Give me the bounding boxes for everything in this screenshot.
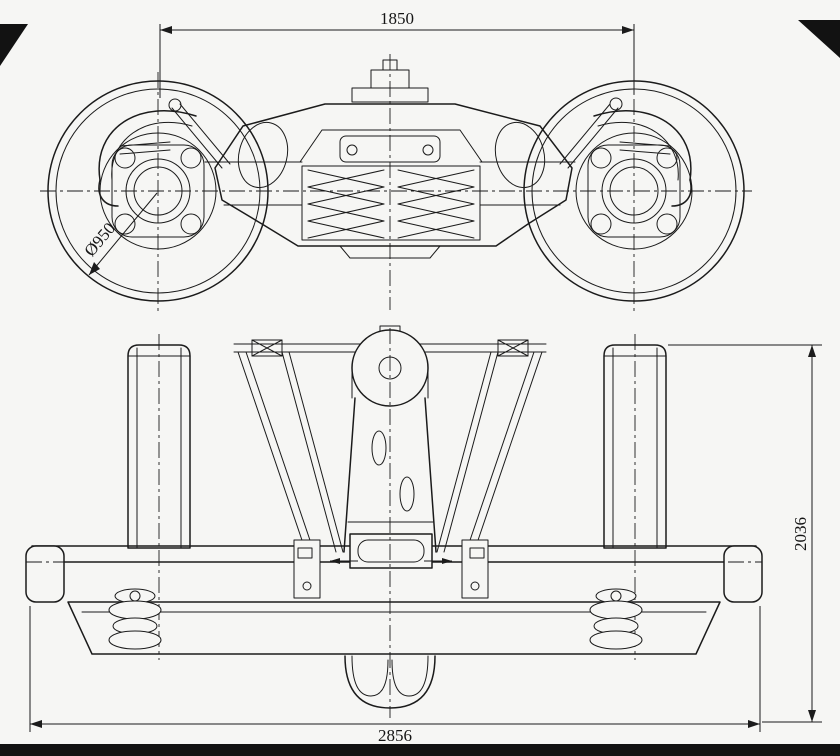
height-label: 2036: [791, 517, 810, 551]
dimension-overall-width: 2856: [29, 606, 761, 745]
frame-lightening-hole-left: [237, 121, 289, 189]
column-slot-lower: [399, 476, 415, 512]
right-brake-lever: [559, 97, 671, 169]
right-clamp: [461, 539, 489, 599]
left-pedestal: [98, 110, 197, 207]
left-journal-end: [25, 545, 65, 603]
bolster-column: [343, 397, 437, 553]
side-view-centerlines: [40, 54, 752, 312]
right-rod-fitting: [497, 339, 529, 357]
center-pivot: [351, 59, 429, 103]
dimension-wheelbase: 1850: [159, 9, 635, 98]
dimension-height: 2036: [668, 344, 822, 723]
column-slot-upper: [371, 430, 387, 466]
side-view: [40, 54, 752, 312]
left-wheel-rim: [47, 80, 269, 302]
scan-artifact-bottom-bar: [0, 744, 840, 756]
bogie-frame: [204, 103, 576, 259]
diagonal-braces: [237, 351, 543, 553]
left-wheel: [47, 80, 269, 302]
scan-artifact-top-right: [798, 20, 840, 58]
left-bearing-stack: [108, 588, 162, 650]
scan-artifacts: [0, 20, 840, 756]
right-bearing-stack: [589, 588, 643, 650]
left-wheel-edge: [127, 334, 191, 660]
overall-width-label: 2856: [378, 726, 412, 745]
wheelbase-label: 1850: [380, 9, 414, 28]
left-brake-lever: [119, 98, 231, 169]
left-clamp: [293, 539, 321, 599]
center-spring-box: [330, 533, 452, 569]
frame-lightening-hole-right: [494, 121, 546, 189]
right-journal-end: [723, 545, 763, 603]
spring-nest: [301, 165, 481, 241]
bolster-block: [339, 135, 441, 163]
end-view: [25, 325, 763, 718]
left-rod-fitting: [251, 339, 283, 357]
scan-artifact-top-left: [0, 24, 28, 66]
left-axlebox: [111, 144, 205, 238]
right-axlebox: [587, 144, 681, 238]
right-pedestal: [593, 110, 692, 207]
